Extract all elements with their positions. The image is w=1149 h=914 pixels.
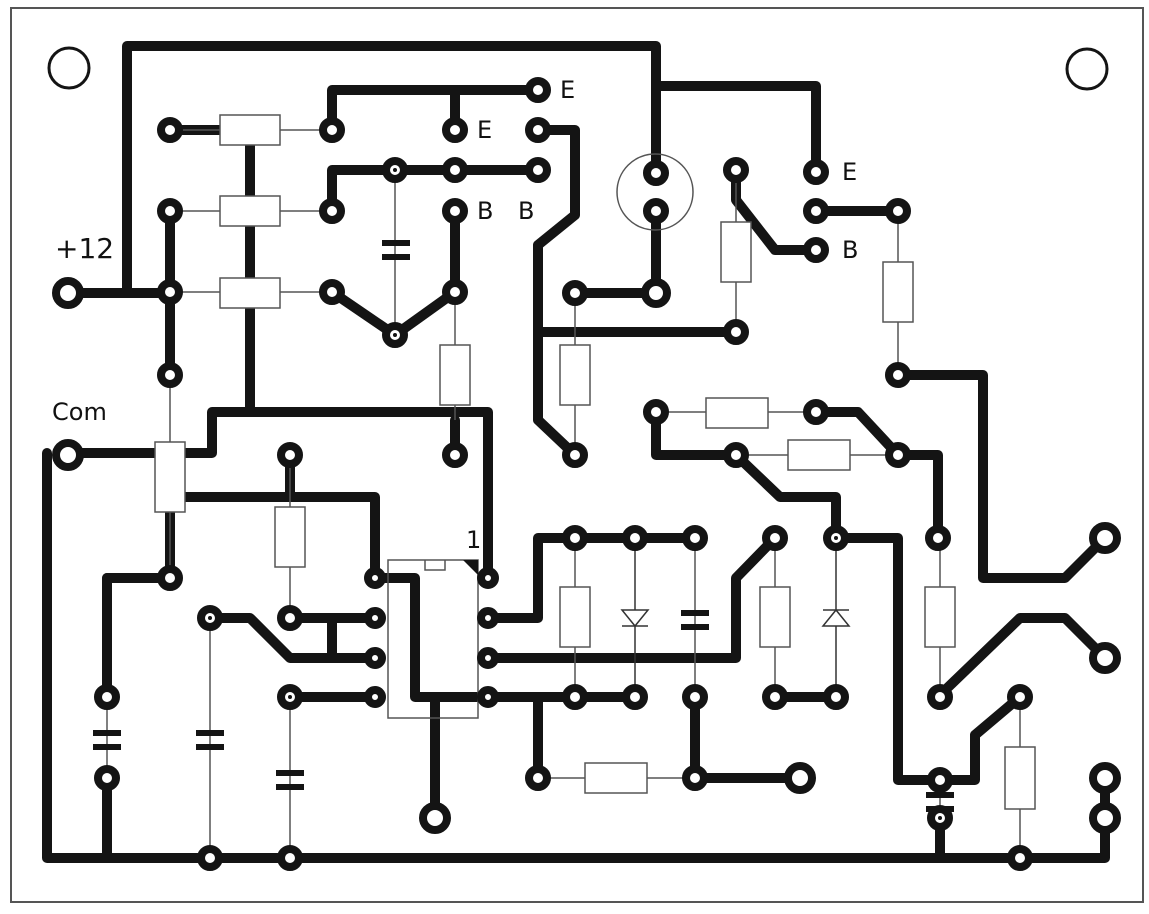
- component-silkscreen: [154, 114, 1036, 858]
- resistor-outline: [882, 261, 914, 323]
- resistor-outline: [439, 344, 471, 406]
- label-base-2: B: [518, 197, 534, 225]
- resistor-outline: [787, 439, 851, 471]
- resistor-outline: [274, 506, 306, 568]
- transistor-outline: [616, 153, 694, 231]
- mounting-hole: [1065, 47, 1109, 91]
- resistor-outline: [705, 397, 769, 429]
- diode-symbol: [620, 609, 650, 628]
- label-emitter-1: E: [560, 76, 575, 104]
- resistor-outline: [154, 441, 186, 513]
- label-com: Com: [52, 398, 107, 426]
- solder-pads: [52, 77, 1121, 871]
- resistor-outline: [584, 762, 648, 794]
- resistor-outline: [924, 586, 956, 648]
- label-ic-pin1: 1: [466, 526, 481, 554]
- capacitors: [106, 170, 941, 858]
- ic-pin1-marker: [463, 560, 478, 575]
- resistor-outline: [559, 586, 591, 648]
- resistor-outline: [720, 221, 752, 283]
- resistor-outline: [219, 277, 281, 309]
- resistor-outline: [219, 195, 281, 227]
- ic-notch: [424, 560, 446, 571]
- resistor-outline: [1004, 746, 1036, 810]
- label-emitter-3: E: [842, 158, 857, 186]
- resistor-outline: [759, 586, 791, 648]
- mounting-hole: [47, 46, 91, 90]
- pad-centers: [208, 168, 942, 820]
- label-plus12: +12: [55, 232, 114, 265]
- resistor-outline: [219, 114, 281, 146]
- label-base-1: B: [477, 197, 493, 225]
- label-base-3: B: [842, 236, 858, 264]
- board-outline: [10, 7, 1144, 903]
- diode-symbol: [821, 608, 851, 627]
- ic-outline: [387, 559, 479, 719]
- resistor-outline: [559, 344, 591, 406]
- diodes: [620, 538, 851, 697]
- label-emitter-2: E: [477, 116, 492, 144]
- capacitor-plates: [93, 240, 954, 812]
